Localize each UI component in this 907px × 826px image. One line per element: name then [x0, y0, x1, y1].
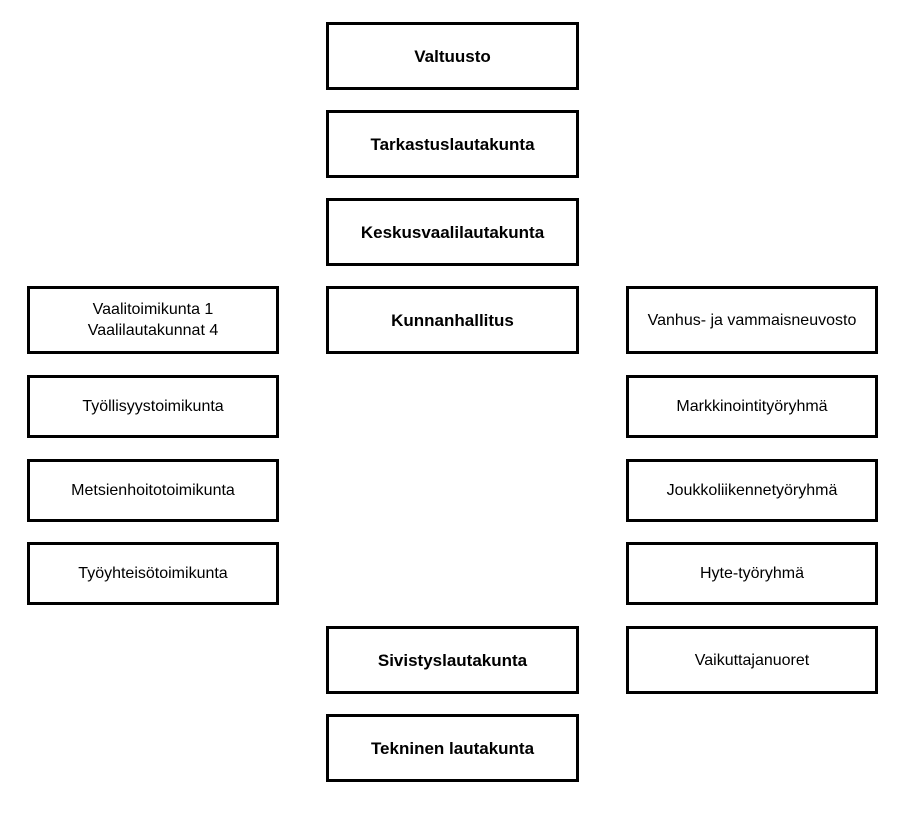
label-tarkastuslautakunta: Tarkastuslautakunta	[370, 134, 535, 154]
box-metsienhoitotoimikunta: Metsienhoitotoimikunta	[27, 459, 279, 522]
label-keskusvaalilautakunta: Keskusvaalilautakunta	[360, 222, 545, 242]
box-sivistyslautakunta: Sivistyslautakunta	[326, 626, 579, 694]
label-tekninen-lautakunta: Tekninen lautakunta	[370, 738, 535, 758]
box-vaalitoimikunta: Vaalitoimikunta 1 Vaalilautakunnat 4	[27, 286, 279, 354]
label-tyollisyystoimikunta: Työllisyystoimikunta	[82, 398, 224, 415]
label-hyte-tyoryhma: Hyte-työryhmä	[699, 565, 805, 582]
box-markkinointityoryhma: Markkinointityöryhmä	[626, 375, 878, 438]
box-vaikuttajanuoret: Vaikuttajanuoret	[626, 626, 878, 694]
box-tarkastuslautakunta: Tarkastuslautakunta	[326, 110, 579, 178]
label-metsienhoitotoimikunta: Metsienhoitotoimikunta	[71, 482, 235, 499]
label-sivistyslautakunta: Sivistyslautakunta	[377, 650, 528, 670]
box-hyte-tyoryhma: Hyte-työryhmä	[626, 542, 878, 605]
box-kunnanhallitus: Kunnanhallitus	[326, 286, 579, 354]
box-joukkoliikennetyoryhma: Joukkoliikennetyöryhmä	[626, 459, 878, 522]
box-tyoyhteisotoimikunta: Työyhteisötoimikunta	[27, 542, 279, 605]
label-vaalitoimikunta: Vaalitoimikunta 1	[92, 301, 214, 318]
box-valtuusto: Valtuusto	[326, 22, 579, 90]
label-tyoyhteisotoimikunta: Työyhteisötoimikunta	[78, 565, 228, 582]
box-tekninen-lautakunta: Tekninen lautakunta	[326, 714, 579, 782]
label-markkinointityoryhma: Markkinointityöryhmä	[676, 398, 828, 415]
label-vaalilautakunnat: Vaalilautakunnat 4	[87, 322, 219, 339]
box-vanhus-ja-vammaisneuvosto: Vanhus- ja vammaisneuvosto	[626, 286, 878, 354]
label-kunnanhallitus: Kunnanhallitus	[391, 310, 514, 330]
box-keskusvaalilautakunta: Keskusvaalilautakunta	[326, 198, 579, 266]
label-joukkoliikennetyoryhma: Joukkoliikennetyöryhmä	[666, 482, 838, 499]
label-valtuusto: Valtuusto	[414, 46, 491, 66]
label-vanhus-ja-vammaisneuvosto: Vanhus- ja vammaisneuvosto	[647, 311, 857, 329]
label-vaikuttajanuoret: Vaikuttajanuoret	[694, 651, 810, 669]
box-tyollisyystoimikunta: Työllisyystoimikunta	[27, 375, 279, 438]
